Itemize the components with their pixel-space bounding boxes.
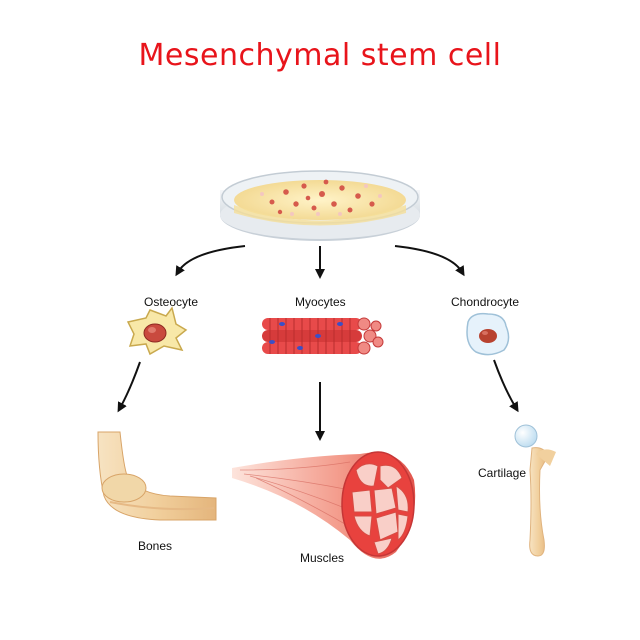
arrow-to-osteocyte [175,245,246,277]
label-myocytes: Myocytes [295,295,346,309]
diagram-title: Mesenchymal stem cell [138,38,502,73]
chondrocyte-cell [466,312,510,356]
arrow-to-chondrocyte [394,245,465,277]
label-bones: Bones [138,539,173,553]
petri-dish [220,170,420,241]
label-cartilage: Cartilage [478,466,527,480]
cartilage-illustration [514,424,556,557]
arrow-to-cartilage [493,359,519,413]
myocytes-bundle [262,317,384,355]
label-osteocyte: Osteocyte [144,295,199,309]
arrow-to-bones [117,361,141,413]
osteocyte-cell [126,306,188,356]
label-chondrocyte: Chondrocyte [451,295,520,309]
bones-illustration [97,431,217,521]
label-muscles: Muscles [300,551,345,565]
stem-cells [269,179,375,215]
muscles-illustration [232,451,416,559]
